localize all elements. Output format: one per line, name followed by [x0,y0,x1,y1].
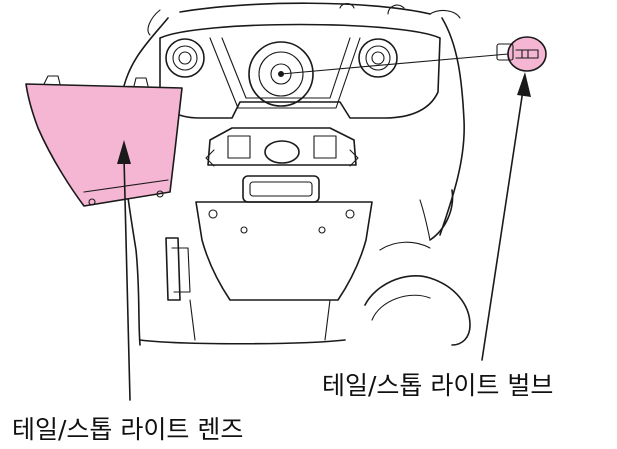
rear-light-panel [159,23,441,119]
tail-stop-light-lens [25,75,183,207]
left-reflector [165,38,205,78]
bulb-label: 테일/스톱 라이트 벌브 [322,371,554,400]
lower-swingarm [139,189,471,346]
signal-bracket [205,127,359,167]
license-plate-light [242,175,320,203]
bulb-leader-line [280,53,509,75]
right-reflector [358,38,398,78]
lens-label: 테일/스톱 라이트 렌즈 [12,415,244,444]
bulb-callout-arrow [481,72,531,361]
lens-callout-arrow [117,140,131,401]
frame-plate [195,201,373,301]
